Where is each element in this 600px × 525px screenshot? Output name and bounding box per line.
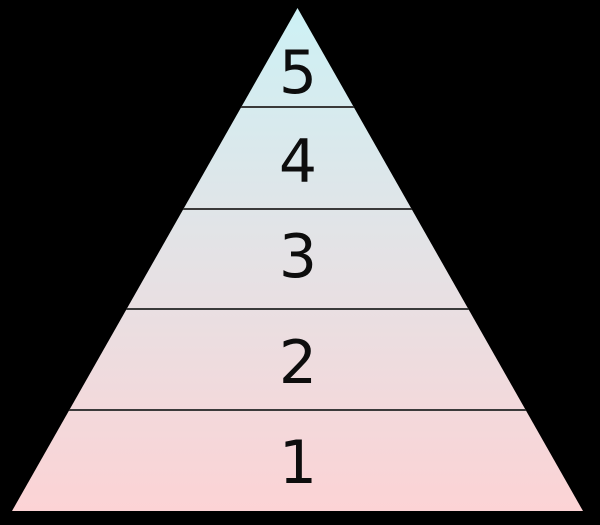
pyramid-shape <box>12 8 583 511</box>
level-label-4: 4 <box>279 127 317 197</box>
level-label-2: 2 <box>279 328 317 398</box>
level-label-3: 3 <box>279 222 317 292</box>
level-label-1: 1 <box>279 428 317 498</box>
level-label-5: 5 <box>279 38 317 108</box>
